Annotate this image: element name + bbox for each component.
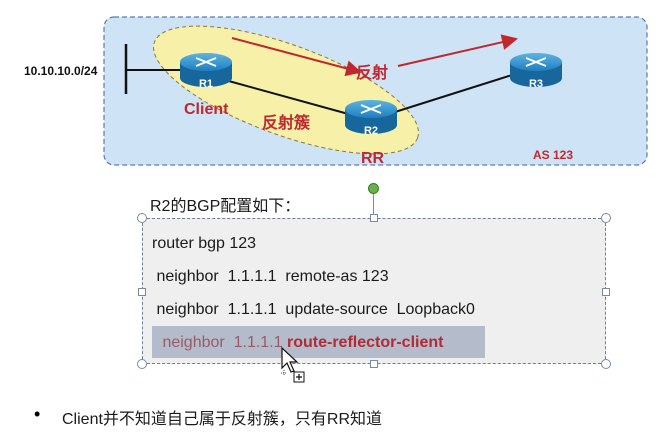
- highlight-selection: [152, 326, 485, 358]
- client-label: Client: [184, 101, 229, 118]
- bullet-marker: •: [34, 404, 41, 424]
- resize-handle-left[interactable]: [138, 288, 146, 296]
- config-line-4-prefix: neighbor 1.1.1.1: [158, 334, 287, 351]
- as-number-label: AS 123: [533, 148, 573, 162]
- resize-handle-bottom-left[interactable]: [137, 359, 147, 369]
- rotation-handle[interactable]: [368, 183, 379, 194]
- resize-handle-bottom[interactable]: [370, 360, 378, 368]
- router-r1-label: R1: [199, 78, 213, 90]
- rotation-line: [373, 194, 374, 216]
- rr-label: RR: [361, 150, 385, 167]
- link-r2-r3: [394, 74, 513, 113]
- bgp-topology-diagram: 10.10.10.0/24 R1 R2 R3 Client RR 反射簇 反射 …: [24, 16, 648, 167]
- network-prefix-label: 10.10.10.0/24: [24, 64, 98, 78]
- resize-handle-right[interactable]: [602, 288, 610, 296]
- bullet-text: Client并不知道自己属于反射簇，只有RR知道: [62, 411, 383, 428]
- link-r1-r2: [224, 79, 353, 116]
- resize-handle-top-left[interactable]: [137, 213, 147, 223]
- copy-cursor-icon: [281, 346, 305, 383]
- router-r2-label: R2: [364, 125, 378, 137]
- reflect-label: 反射: [356, 63, 388, 82]
- cluster-label: 反射簇: [262, 113, 311, 132]
- reflect-arrow-1: [231, 37, 362, 77]
- resize-handle-top-right[interactable]: [601, 213, 611, 223]
- config-line-4: neighbor 1.1.1.1 route-reflector-client: [158, 334, 443, 352]
- resize-handle-bottom-right[interactable]: [601, 359, 611, 369]
- config-line-1: router bgp 123: [152, 235, 257, 252]
- router-r3-label: R3: [529, 78, 543, 90]
- route-reflector-client-text: route-reflector-client: [286, 334, 444, 351]
- router-r3-icon: [510, 53, 562, 87]
- router-r1-icon: [180, 53, 232, 87]
- resize-handle-top[interactable]: [370, 214, 378, 222]
- reflect-arrow-2: [397, 34, 518, 67]
- config-line-3: neighbor 1.1.1.1 update-source Loopback0: [152, 301, 475, 318]
- config-line-2: neighbor 1.1.1.1 remote-as 123: [152, 268, 389, 285]
- config-caption: R2的BGP配置如下：: [150, 198, 301, 215]
- router-r2-icon: [345, 100, 397, 134]
